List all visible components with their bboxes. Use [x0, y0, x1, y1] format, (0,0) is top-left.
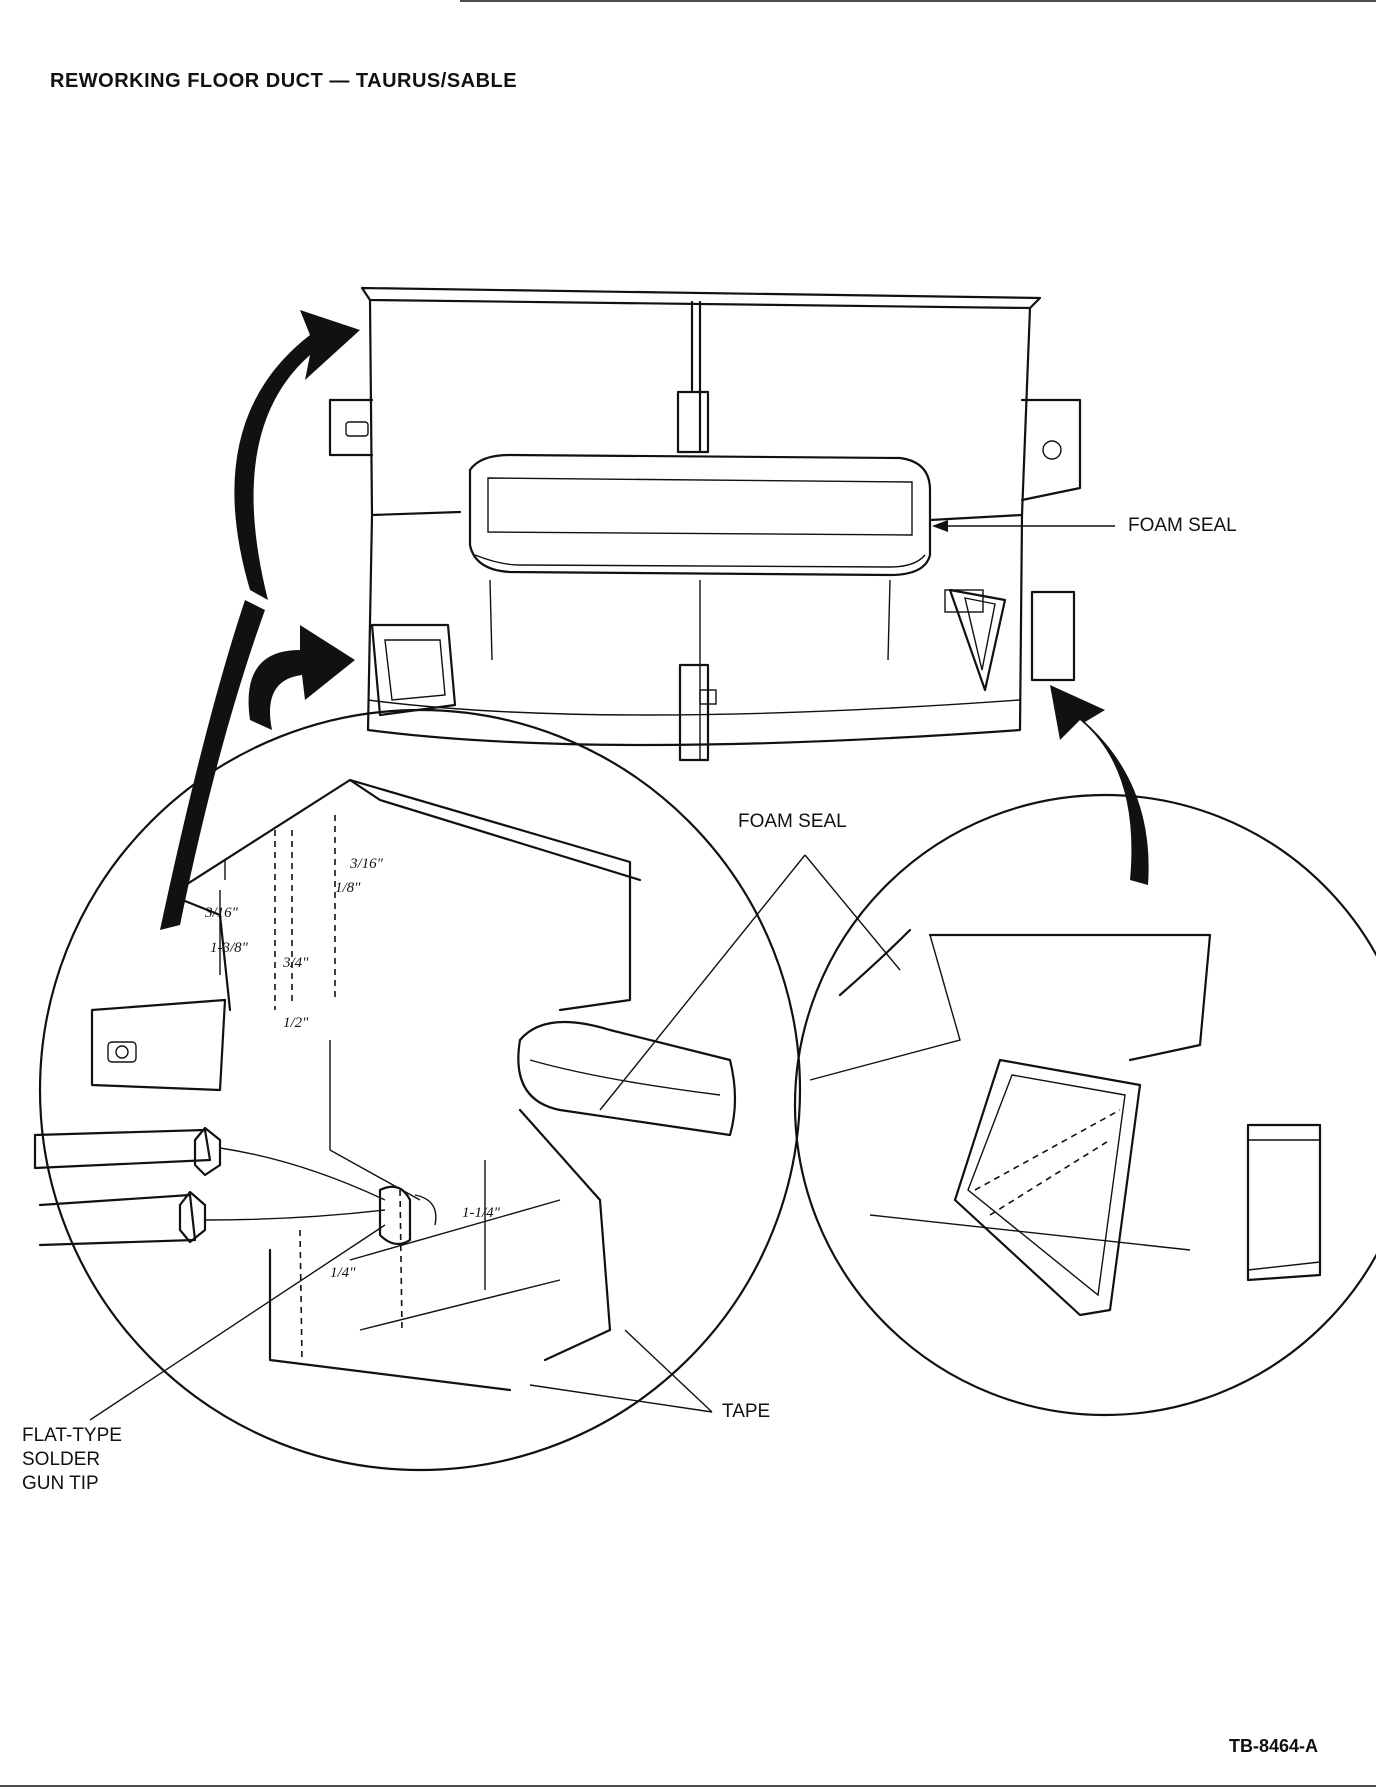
foam-seal-label-detail: FOAM SEAL: [738, 811, 847, 832]
dimension-label: 1-3/8": [210, 940, 248, 956]
pointer-arrows: [160, 310, 1149, 930]
dimension-label: 1/8": [335, 880, 361, 896]
solder-tip-line-2: SOLDER: [22, 1449, 101, 1470]
page-title: REWORKING FLOOR DUCT — TAURUS/SABLE: [50, 70, 518, 92]
dimension-label: 3/16": [350, 856, 383, 872]
foam-seal-label-top: FOAM SEAL: [1128, 515, 1237, 536]
solder-tip-label: FLAT-TYPE SOLDER GUN TIP: [22, 1424, 122, 1496]
dimension-label: 3/16": [205, 905, 238, 921]
dimension-label: 1/2": [283, 1015, 309, 1031]
dimension-label: 3/4": [283, 955, 309, 971]
dimension-label: 1/4": [330, 1265, 356, 1281]
solder-tip-line-1: FLAT-TYPE: [22, 1425, 122, 1446]
left-detail: [33, 708, 802, 1472]
document-id: TB-8464-A: [1228, 1736, 1318, 1756]
dimension-label: 1-1/4": [462, 1205, 500, 1221]
solder-tip-line-3: GUN TIP: [22, 1473, 99, 1494]
tape-label: TAPE: [722, 1401, 771, 1422]
right-detail: [793, 793, 1376, 1417]
floor-duct: [328, 286, 1082, 762]
leader-lines: [89, 520, 1115, 1421]
